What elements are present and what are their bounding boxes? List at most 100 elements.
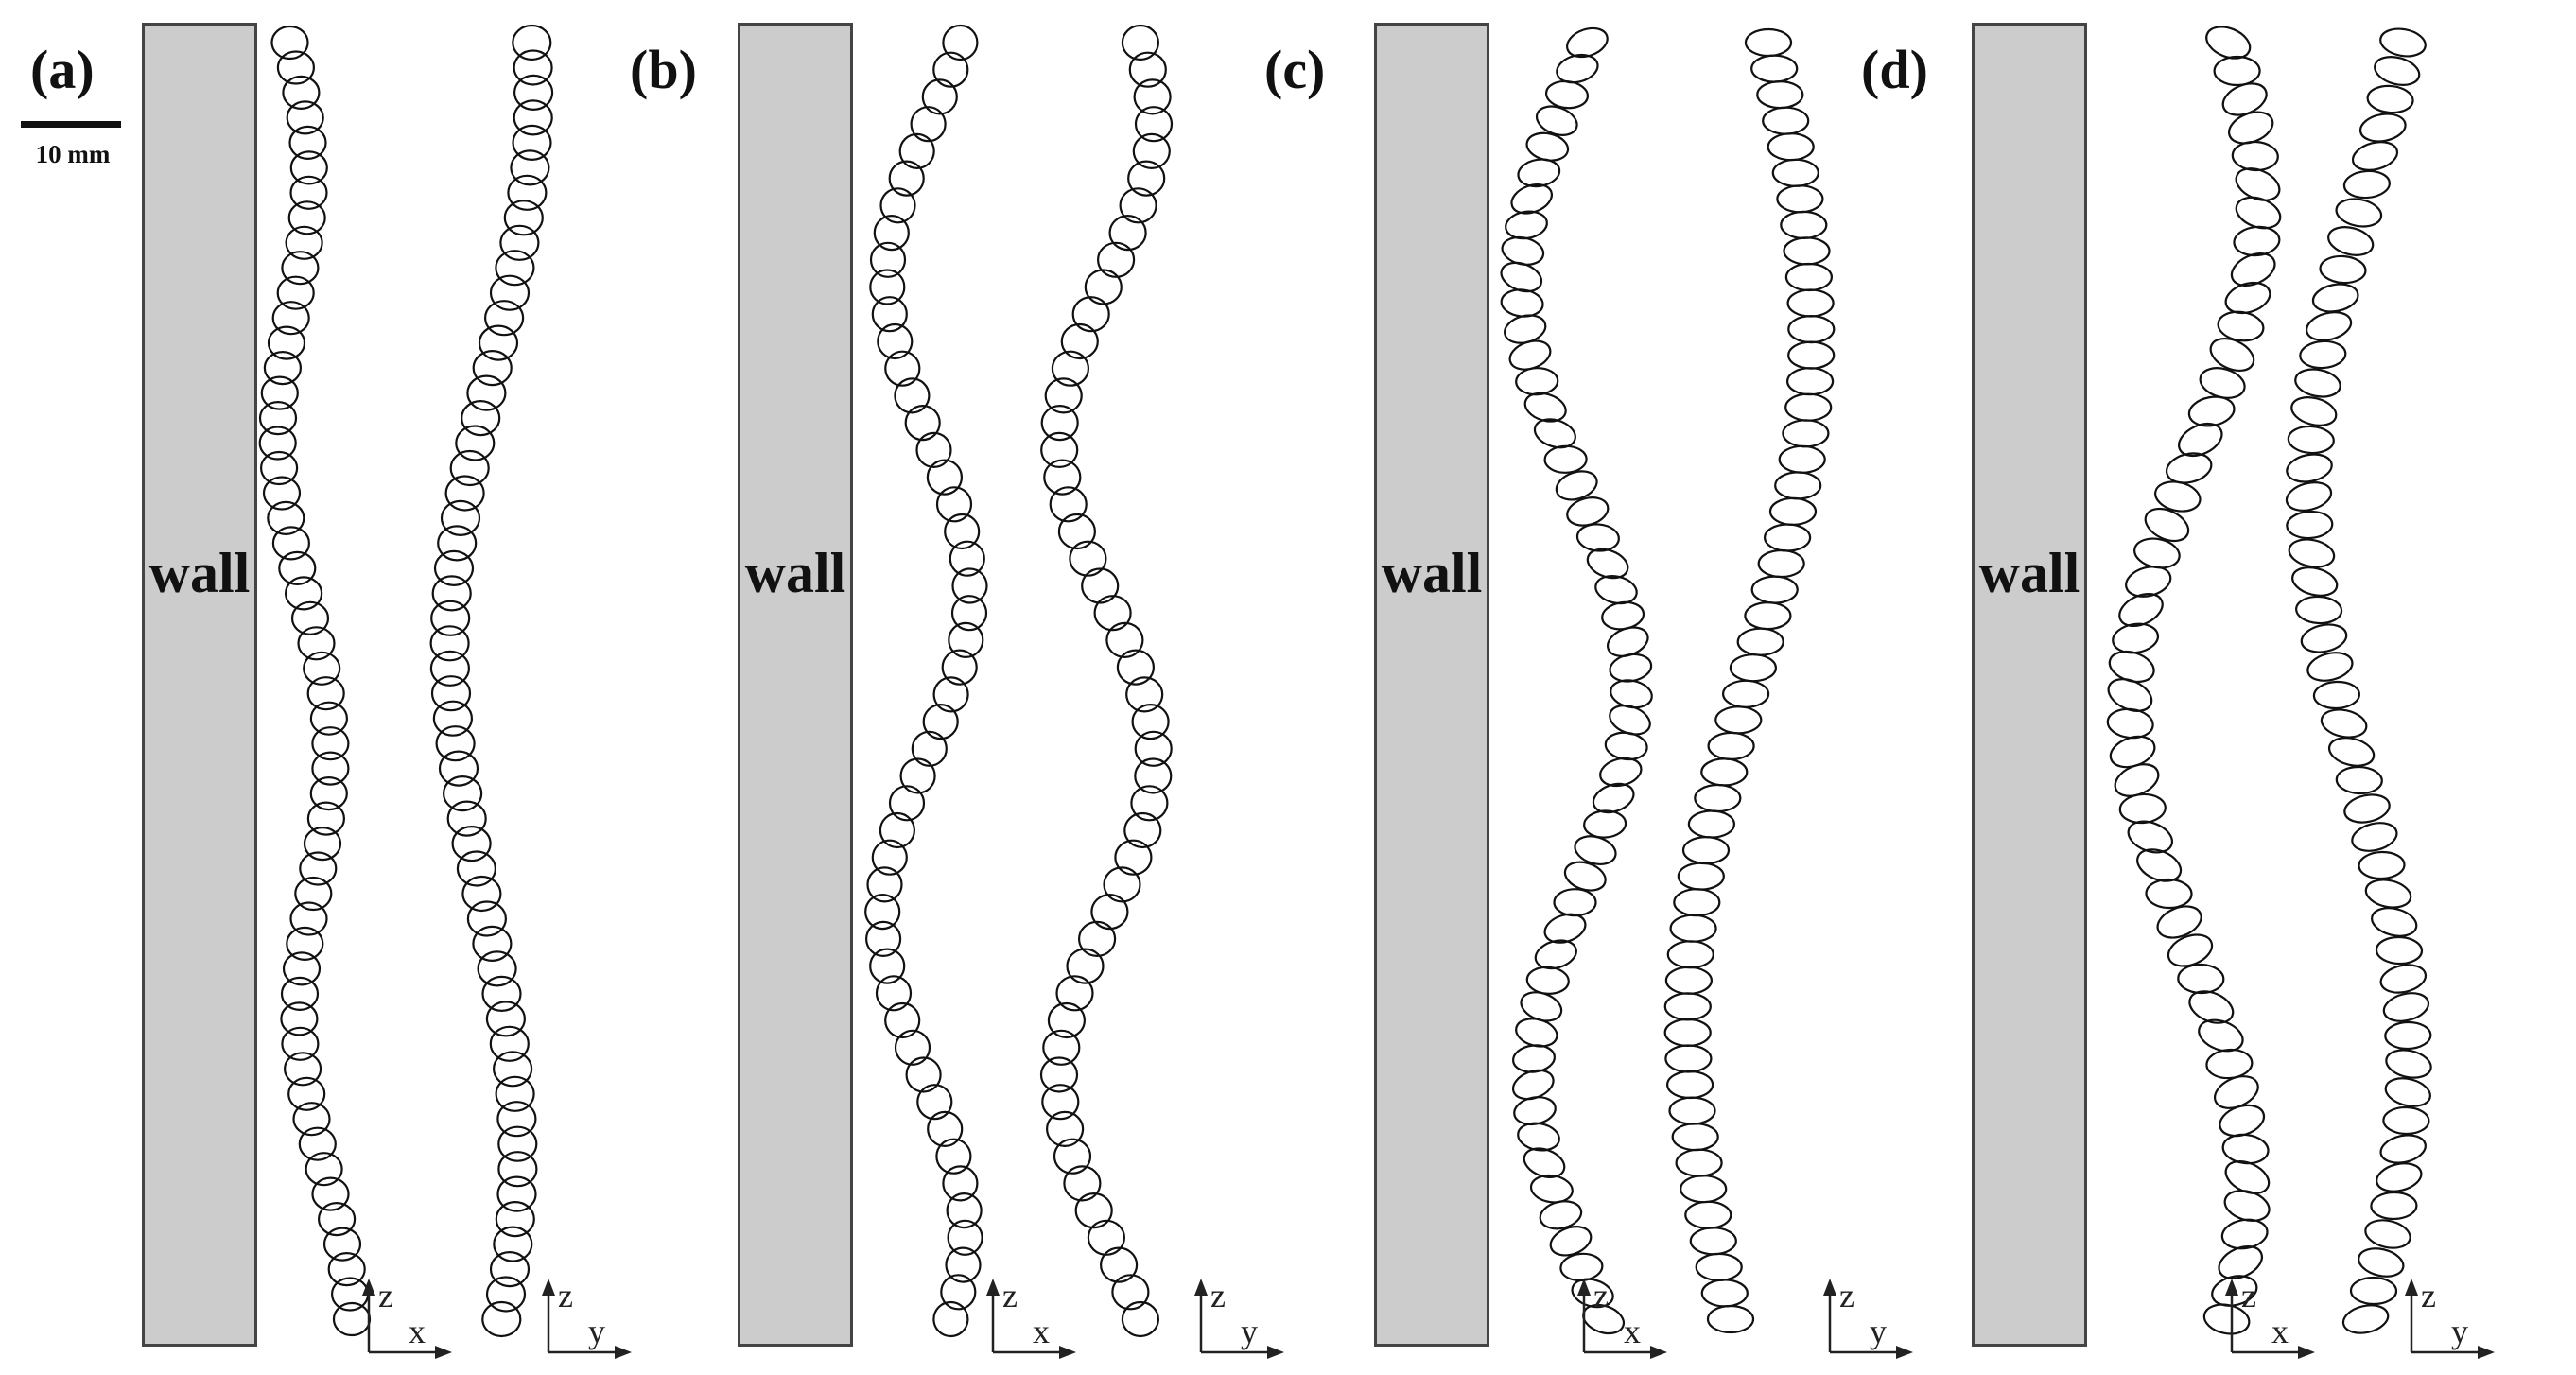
particle-outline	[311, 1176, 350, 1211]
particle-outline	[2231, 140, 2279, 172]
particle-outline	[2379, 27, 2427, 58]
particle-outline	[1084, 269, 1123, 305]
particle-outline	[2327, 226, 2375, 256]
particle-outline	[1776, 184, 1824, 214]
particle-outline	[276, 50, 315, 85]
wall: wall	[1972, 23, 2087, 1347]
scale-bar	[21, 121, 121, 128]
particle-outline	[2144, 507, 2190, 543]
particle-outline	[1044, 377, 1083, 414]
particle-outline	[481, 1300, 522, 1338]
particle-outline	[2291, 566, 2339, 597]
particle-outline	[2220, 1218, 2269, 1250]
particle-outline	[431, 575, 472, 612]
particle-outline	[2198, 1018, 2244, 1053]
particle-outline	[466, 900, 508, 937]
arrow-right-icon	[1896, 1346, 1913, 1359]
particle-outline	[1744, 600, 1792, 631]
particle-outline	[292, 1102, 331, 1137]
particle-outline	[309, 701, 348, 736]
particle-outline	[1706, 1304, 1755, 1334]
particle-outline	[888, 160, 925, 197]
wall: wall	[1374, 23, 1489, 1347]
particle-outline	[305, 1152, 343, 1187]
particle-outline	[298, 1126, 337, 1161]
horizontal-axis-label: x	[2271, 1313, 2289, 1350]
particle-outline	[1771, 158, 1819, 187]
particle-outline	[432, 700, 473, 737]
particle-outline	[429, 625, 470, 662]
panel-label: (c)	[1264, 39, 1326, 100]
horizontal-axis-label: y	[2451, 1313, 2468, 1350]
particle-outline	[1517, 158, 1561, 188]
particle-outline	[1096, 241, 1136, 278]
particle-outline	[2295, 595, 2343, 625]
particle-outline	[1774, 471, 1822, 500]
particle-outline	[945, 1246, 982, 1283]
particle-outline	[1515, 367, 1559, 396]
particle-outline	[496, 1175, 537, 1212]
z-axis-label: z	[378, 1277, 393, 1314]
arrow-up-icon	[1823, 1279, 1836, 1296]
particle-outline	[1046, 1110, 1085, 1148]
particle-outline	[285, 576, 323, 611]
particle-outline	[1750, 575, 1799, 604]
particle-outline	[303, 826, 342, 862]
particle-outline	[2349, 1276, 2398, 1306]
particle-outline	[922, 703, 959, 740]
particle-outline	[942, 24, 979, 61]
particle-outline	[497, 1125, 538, 1162]
horizontal-axis-label: x	[409, 1313, 426, 1350]
particle-outline	[280, 976, 320, 1012]
trajectory-y-view	[2285, 27, 2432, 1334]
particle-outline	[869, 241, 907, 278]
particle-outline	[865, 920, 902, 958]
particle-outline	[1131, 703, 1170, 740]
particle-outline	[430, 675, 472, 712]
particle-outline	[2341, 1304, 2390, 1334]
particle-outline	[871, 839, 908, 876]
particle-outline	[879, 811, 915, 849]
particle-outline	[1066, 948, 1105, 984]
horizontal-axis-label: x	[1624, 1313, 1641, 1350]
particle-outline	[1763, 523, 1812, 552]
particle-outline	[1787, 340, 1836, 370]
particle-outline	[306, 801, 345, 836]
particle-outline	[492, 1051, 533, 1088]
particle-outline	[284, 1052, 322, 1087]
particle-outline	[286, 100, 324, 135]
particle-outline	[512, 124, 552, 161]
particle-outline	[1132, 132, 1171, 169]
particle-outline	[1069, 540, 1107, 577]
particle-outline	[1757, 548, 1805, 579]
particle-outline	[1078, 920, 1117, 958]
particle-outline	[1534, 939, 1577, 970]
particle-outline	[1767, 132, 1815, 162]
particle-outline	[1123, 811, 1162, 849]
panel-label: (a)	[30, 39, 95, 100]
particle-outline	[2188, 990, 2235, 1024]
particle-outline	[1087, 1219, 1126, 1256]
particle-outline	[2384, 1077, 2431, 1107]
particle-outline	[869, 948, 906, 984]
particle-outline	[2213, 55, 2261, 87]
particle-outline	[1689, 1227, 1737, 1256]
particle-outline	[512, 24, 552, 61]
particle-outline	[911, 730, 948, 767]
particle-outline	[430, 600, 471, 636]
particle-outline	[489, 274, 531, 311]
particle-outline	[485, 1001, 527, 1037]
particle-outline	[1714, 705, 1763, 735]
arrow-up-icon	[1194, 1279, 1208, 1296]
particle-outline	[2125, 566, 2172, 598]
particle-outline	[1103, 866, 1141, 903]
particle-outline	[2288, 538, 2336, 568]
particle-outline	[440, 499, 481, 537]
arrow-right-icon	[615, 1346, 632, 1359]
particle-outline	[1785, 367, 1835, 396]
